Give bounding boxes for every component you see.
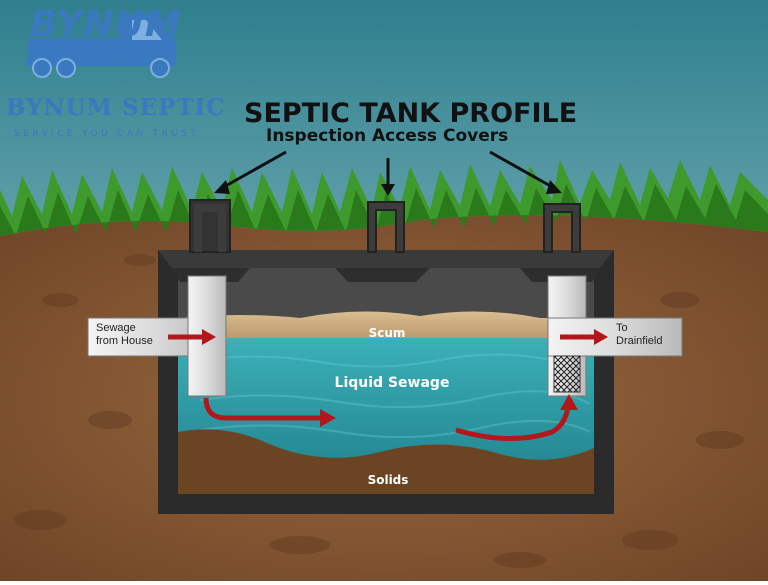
access-cover-right [543,203,581,253]
effluent-filter [553,355,581,393]
solids-layer [178,429,594,494]
outlet-label-line-2: Drainfield [616,335,663,347]
outlet-label-line-1: To [616,322,628,334]
diagram-title: SEPTIC TANK PROFILE [244,98,578,129]
liquid-waves [199,353,591,439]
scum-label: Scum [368,326,406,340]
soil-texture [14,254,744,568]
solids-label: Solids [367,473,409,487]
logo-wordmark: BYNUM [30,4,182,45]
flow-arrow-heads [202,329,608,427]
inlet-label-line-2: from House [96,335,153,347]
company-name: BYNUM SEPTIC [6,94,226,121]
diagram-subtitle: Inspection Access Covers [266,126,509,146]
flow-arrows [168,334,596,441]
cover-pointer-arrows [221,150,555,190]
liquid-sewage-label: Liquid Sewage [334,375,450,391]
outlet-label: To Drainfield [616,322,662,348]
inlet-label-line-1: Sewage [96,322,136,334]
scum-layer [178,311,594,342]
tank-lid [158,250,614,282]
cover-pointer-heads [214,180,562,196]
company-tagline: SERVICE YOU CAN TRUST [14,129,200,139]
access-cover-left [189,199,231,253]
truck-icon [26,14,176,78]
inlet-label: Sewage from House [96,322,153,348]
access-cover-middle [367,201,405,253]
